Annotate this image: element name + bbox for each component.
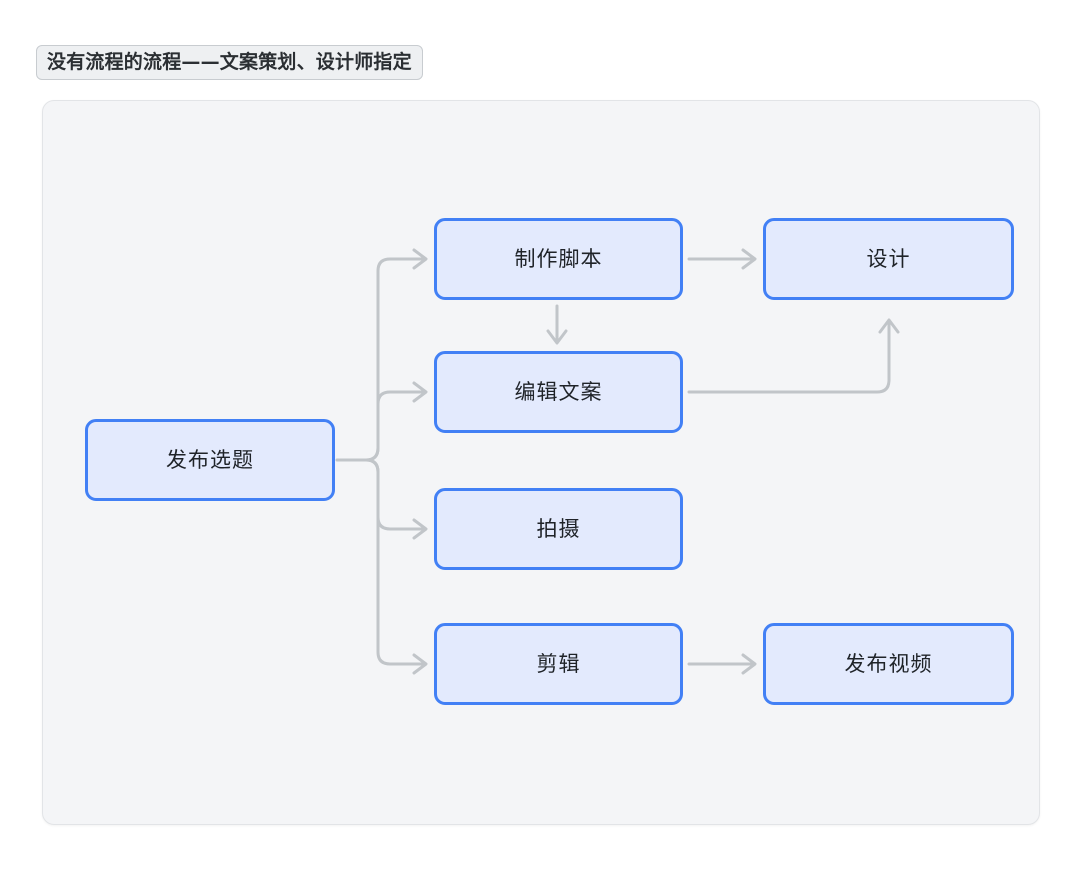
node-design-label: 设计: [866, 246, 911, 271]
node-design[interactable]: 设计: [763, 218, 1014, 300]
node-make-script-label: 制作脚本: [514, 246, 603, 271]
node-shoot-label: 拍摄: [536, 516, 581, 541]
node-shoot[interactable]: 拍摄: [434, 488, 683, 570]
node-edit-copy-label: 编辑文案: [514, 379, 603, 404]
node-clip[interactable]: 剪辑: [434, 623, 683, 705]
node-clip-label: 剪辑: [536, 651, 581, 676]
page-title: 没有流程的流程——文案策划、设计师指定: [47, 51, 412, 73]
node-make-script[interactable]: 制作脚本: [434, 218, 683, 300]
node-edit-copy[interactable]: 编辑文案: [434, 351, 683, 433]
node-publish-topic-label: 发布选题: [166, 447, 254, 472]
node-publish-video[interactable]: 发布视频: [763, 623, 1014, 705]
diagram-title-badge: 没有流程的流程——文案策划、设计师指定: [36, 45, 423, 80]
node-publish-video-label: 发布视频: [844, 651, 933, 676]
node-publish-topic[interactable]: 发布选题: [85, 419, 335, 501]
